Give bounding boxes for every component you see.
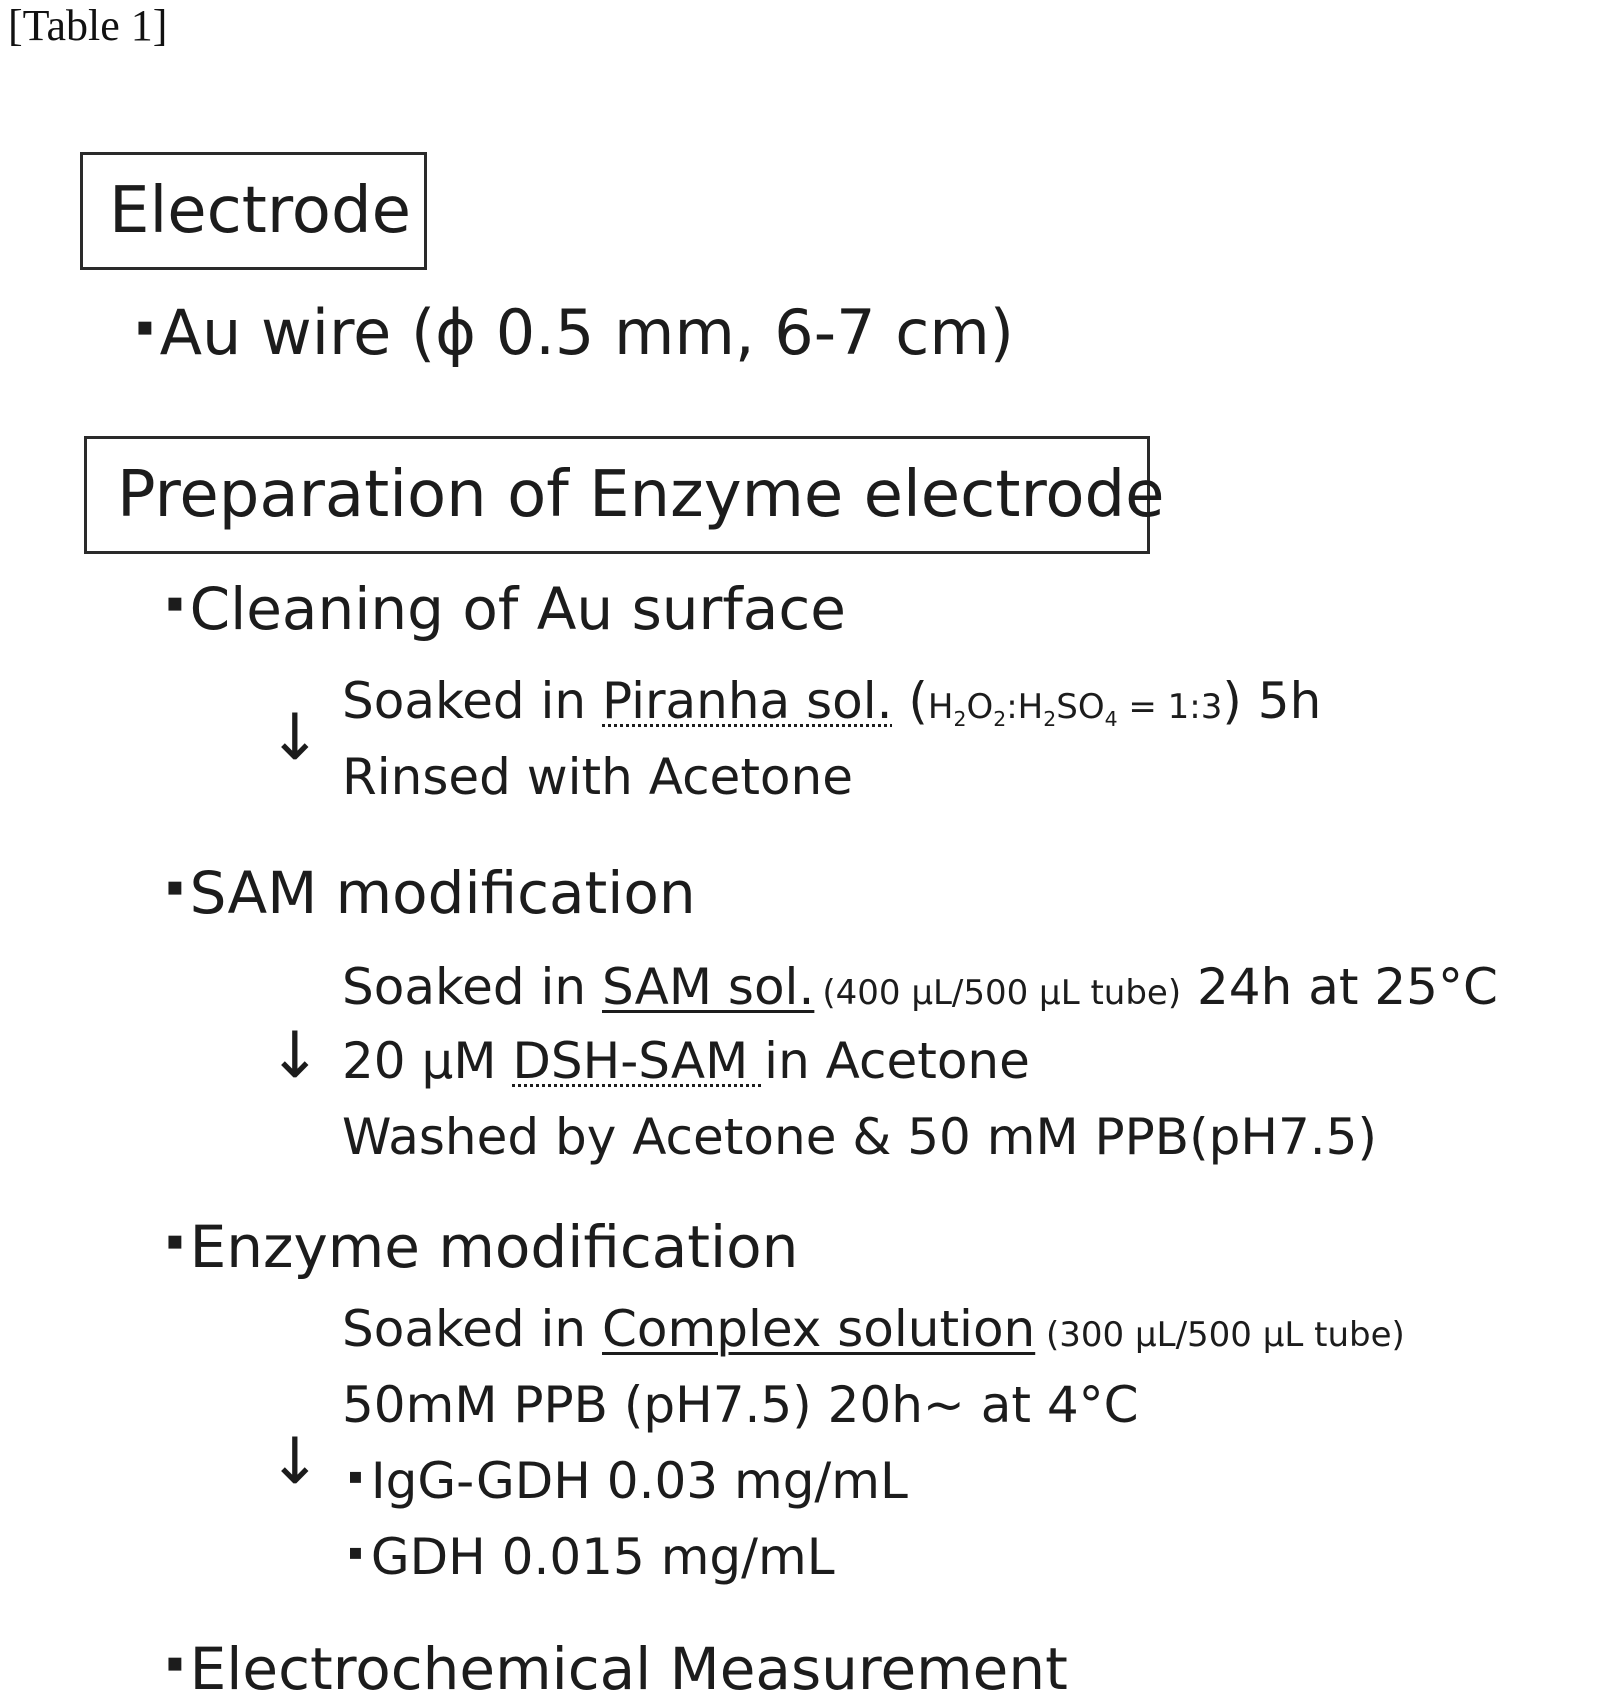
bullet-icon: ▪ bbox=[348, 1542, 363, 1564]
sam-step-2: 20 µM DSH-SAM in Acetone bbox=[342, 1036, 1030, 1086]
preparation-heading: Preparation of Enzyme electrode bbox=[117, 463, 1165, 527]
electrode-heading: Electrode bbox=[109, 179, 411, 243]
enzyme-volume: (300 µL/500 µL tube) bbox=[1035, 1315, 1405, 1355]
enzyme-step-2: 50mM PPB (pH7.5) 20h~ at 4°C bbox=[342, 1380, 1139, 1430]
bullet-icon: ▪ bbox=[166, 1650, 184, 1676]
enzyme-title: ▪Enzyme modification bbox=[166, 1218, 798, 1276]
sam-volume: (400 µL/500 µL tube) bbox=[822, 973, 1181, 1013]
enzyme-step-1-prefix: Soaked in bbox=[342, 1300, 602, 1358]
down-arrow-icon: ↓ bbox=[268, 1024, 322, 1088]
gdh-concentration: GDH 0.015 mg/mL bbox=[371, 1528, 835, 1586]
preparation-heading-box: Preparation of Enzyme electrode bbox=[84, 436, 1150, 554]
sam-step-2-suffix: in Acetone bbox=[764, 1032, 1030, 1090]
formula-part: SO bbox=[1056, 687, 1104, 727]
sam-step-1: Soaked in SAM sol.(400 µL/500 µL tube) 2… bbox=[342, 962, 1498, 1012]
complex-solution-link: Complex solution bbox=[602, 1300, 1035, 1358]
electrode-heading-box: Electrode bbox=[80, 152, 427, 270]
cleaning-step-2: Rinsed with Acetone bbox=[342, 752, 853, 802]
enzyme-title-text: Enzyme modification bbox=[190, 1213, 799, 1281]
measurement-title-text: Electrochemical Measurement bbox=[190, 1635, 1068, 1703]
sam-step-2-prefix: 20 µM bbox=[342, 1032, 512, 1090]
measurement-title: ▪Electrochemical Measurement bbox=[166, 1640, 1068, 1698]
cleaning-step-1-prefix: Soaked in bbox=[342, 672, 602, 730]
formula-sub: 4 bbox=[1105, 707, 1118, 731]
electrode-item-text: Au wire (ϕ 0.5 mm, 6-7 cm) bbox=[160, 296, 1014, 369]
cleaning-title: ▪Cleaning of Au surface bbox=[166, 580, 846, 638]
formula-ratio: = 1:3 bbox=[1118, 687, 1223, 727]
formula-sub: 2 bbox=[953, 707, 966, 731]
formula-part: :H bbox=[1006, 687, 1043, 727]
formula-part: H bbox=[928, 687, 954, 727]
dsh-sam-link: DSH-SAM bbox=[512, 1032, 764, 1090]
sam-step-1-prefix: Soaked in bbox=[342, 958, 602, 1016]
formula-part: O bbox=[966, 687, 993, 727]
bullet-icon: ▪ bbox=[136, 314, 154, 340]
cleaning-duration: 5h bbox=[1242, 672, 1321, 730]
enzyme-step-1: Soaked in Complex solution (300 µL/500 µ… bbox=[342, 1304, 1405, 1354]
sam-title-text: SAM modification bbox=[190, 859, 696, 927]
piranha-formula: H2O2:H2SO4 = 1:3 bbox=[928, 687, 1222, 727]
sam-solution-link: SAM sol. bbox=[602, 958, 814, 1016]
cleaning-title-text: Cleaning of Au surface bbox=[190, 575, 846, 643]
table-caption: [Table 1] bbox=[8, 0, 167, 51]
down-arrow-icon: ↓ bbox=[268, 706, 322, 770]
bullet-icon: ▪ bbox=[166, 590, 184, 616]
paren-open: ( bbox=[893, 672, 928, 730]
piranha-solution-link: Piranha sol. bbox=[602, 672, 892, 730]
cleaning-step-1: Soaked in Piranha sol. (H2O2:H2SO4 = 1:3… bbox=[342, 676, 1321, 729]
formula-sub: 2 bbox=[993, 707, 1006, 731]
bullet-icon: ▪ bbox=[166, 874, 184, 900]
electrode-item: ▪Au wire (ϕ 0.5 mm, 6-7 cm) bbox=[136, 302, 1014, 364]
bullet-icon: ▪ bbox=[348, 1466, 363, 1488]
bullet-icon: ▪ bbox=[166, 1228, 184, 1254]
sam-condition: 24h at 25°C bbox=[1181, 958, 1498, 1016]
sam-step-3: Washed by Acetone & 50 mM PPB(pH7.5) bbox=[342, 1112, 1377, 1162]
igg-gdh-concentration: IgG-GDH 0.03 mg/mL bbox=[371, 1452, 908, 1510]
enzyme-item-gdh: ▪GDH 0.015 mg/mL bbox=[348, 1532, 835, 1582]
enzyme-item-igg-gdh: ▪IgG-GDH 0.03 mg/mL bbox=[348, 1456, 908, 1506]
sam-title: ▪SAM modification bbox=[166, 864, 696, 922]
paren-close: ) bbox=[1222, 672, 1242, 730]
formula-sub: 2 bbox=[1043, 707, 1056, 731]
down-arrow-icon: ↓ bbox=[268, 1430, 322, 1494]
